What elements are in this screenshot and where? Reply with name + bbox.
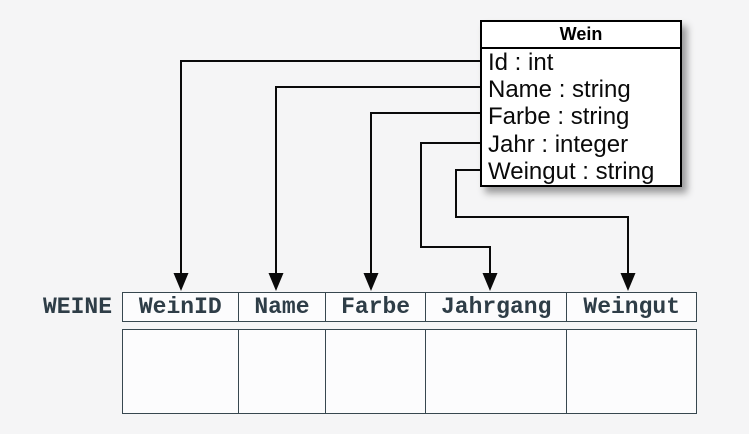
- table-cell-weingut: [566, 330, 696, 413]
- column-header-weinid: WeinID: [138, 294, 222, 320]
- column-header-weingut: Weingut: [566, 293, 696, 321]
- connector-jahr-to-jahrgang: [420, 142, 498, 291]
- connector-farbe-to-farbe: [363, 112, 480, 291]
- table-body-row: [122, 329, 697, 414]
- table-cell-jahrgang: [424, 330, 567, 413]
- column-header-name: Name: [237, 293, 326, 321]
- class-attribute-id: Id : int: [488, 49, 554, 76]
- table-cell-name: [237, 330, 326, 413]
- connector-name-to-name: [268, 86, 480, 291]
- class-attribute-farbe: Farbe : string: [488, 103, 630, 131]
- column-header-farbe: Farbe: [325, 293, 425, 321]
- table-cell-weinid: [123, 330, 238, 413]
- class-attribute-list: Id : int Name : string Farbe : string Ja…: [482, 49, 680, 185]
- table-name-label: WEINE: [42, 294, 112, 320]
- class-attribute-weingut: Weingut : string: [488, 157, 655, 185]
- table-cell-farbe: [325, 330, 425, 413]
- class-attribute-name: Name : string: [488, 76, 631, 104]
- column-header-jahrgang: Jahrgang: [424, 293, 567, 321]
- class-box-wein: Wein Id : int Name : string Farbe : stri…: [480, 20, 682, 187]
- class-title: Wein: [482, 22, 680, 49]
- class-attribute-jahr: Jahr : integer: [488, 130, 629, 158]
- connector-id-to-weinid: [173, 60, 480, 291]
- connector-weingut-to-weingut: [455, 169, 636, 291]
- table-header-row: WeinID Name Farbe Jahrgang Weingut: [122, 292, 697, 322]
